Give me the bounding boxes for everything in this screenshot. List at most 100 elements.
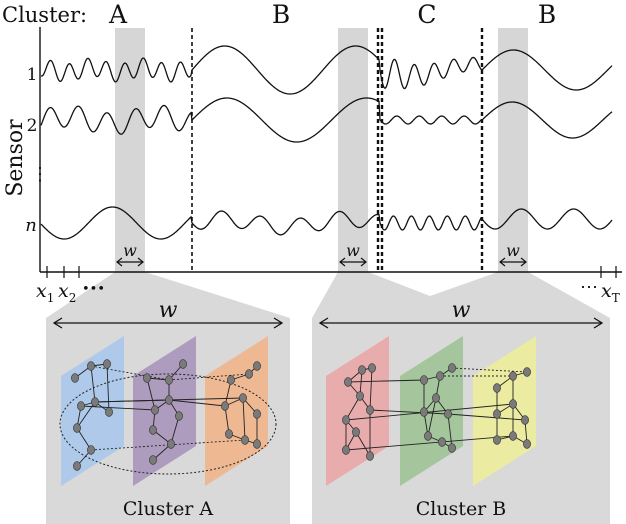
signal-sensor-1 — [40, 45, 613, 95]
graph-node — [448, 443, 456, 453]
graph-node — [245, 369, 253, 379]
x-ellipsis-right: ⋯ — [580, 277, 598, 298]
graph-node — [151, 405, 159, 415]
graph-node — [420, 375, 428, 385]
w-arrow-right-3 — [520, 257, 527, 267]
x-tick-label-1: x1 — [36, 280, 54, 305]
panel-width-symbol: w — [452, 298, 471, 323]
graph-node — [73, 423, 81, 433]
graph-node — [444, 409, 452, 419]
cross-layer-edge — [168, 373, 250, 381]
layer-edge — [106, 363, 110, 413]
graph-node — [509, 399, 517, 409]
cross-layer-edge — [451, 367, 528, 373]
graph-node — [221, 401, 229, 411]
graph-node — [149, 425, 157, 435]
graph-node — [239, 393, 247, 403]
graph-node — [448, 363, 456, 373]
layer-edge — [90, 365, 96, 403]
signal-sensor-n — [40, 206, 613, 240]
graph-node — [368, 363, 376, 373]
cluster-ellipse — [59, 373, 277, 475]
x-ticks — [46, 266, 617, 278]
panel-width-arrow-left — [318, 317, 329, 329]
graph-node — [87, 445, 95, 455]
w-arrow-right-1 — [137, 257, 144, 267]
layer-edge — [170, 415, 180, 445]
sensor-label-2: 2 — [27, 116, 38, 136]
window-band-3 — [498, 28, 528, 272]
layer-edge — [146, 377, 156, 411]
w-arrow-left-1 — [116, 257, 123, 267]
panel-width-symbol: w — [159, 298, 178, 323]
graph-node — [91, 397, 99, 407]
signal-sensor-2 — [40, 97, 613, 143]
layer-edge — [369, 367, 373, 411]
cross-layer-edge — [345, 403, 514, 421]
graph-node — [432, 393, 440, 403]
graph-node — [87, 361, 95, 371]
graph-node — [509, 431, 517, 441]
cross-layer-edge — [168, 399, 226, 407]
graph-node — [179, 359, 187, 369]
connector-b — [312, 272, 610, 318]
segment-label-a: A — [108, 0, 128, 29]
graph-node — [342, 445, 350, 455]
layer-edge — [242, 397, 246, 441]
cross-layer-edge — [94, 399, 170, 403]
window-band-1 — [115, 28, 145, 272]
segment-label-b2: B — [538, 0, 556, 29]
sensor-signals — [40, 45, 613, 240]
w-symbol-2: w — [346, 241, 360, 260]
cross-layer-edge — [345, 435, 514, 451]
x-tick-label-T: xT — [601, 280, 620, 305]
graph-node — [424, 431, 432, 441]
cross-layer-edge — [447, 413, 526, 421]
graph-node — [493, 409, 501, 419]
graph-node — [227, 375, 235, 385]
panel-title: Cluster B — [416, 498, 507, 520]
layer-plane-1 — [326, 336, 389, 486]
w-symbol-3: w — [506, 241, 520, 260]
layer-plane-2 — [133, 336, 196, 486]
graph-node — [225, 429, 233, 439]
layer-edge — [427, 397, 437, 437]
y-axis-label: Sensor — [3, 119, 28, 197]
graph-node — [366, 451, 374, 461]
graph-node — [366, 405, 374, 415]
cross-layer-edge — [369, 409, 449, 415]
graph-node — [71, 373, 79, 383]
w-arrow-left-3 — [499, 257, 506, 267]
graph-node — [165, 395, 173, 405]
panel-title: Cluster A — [123, 498, 214, 520]
cross-layer-edge — [347, 379, 425, 383]
graph-node — [493, 435, 501, 445]
graph-node — [149, 455, 157, 465]
graph-node — [358, 365, 366, 375]
graph-node — [105, 407, 113, 417]
cluster-boundaries — [191, 28, 484, 272]
sensor-label-dots: ⋮ — [31, 164, 49, 185]
graph-node — [436, 371, 444, 381]
sensor-label-n: n — [25, 215, 37, 236]
layer-edge — [345, 395, 361, 421]
layer-plane-2 — [400, 336, 463, 486]
w-arrow-right-2 — [360, 257, 367, 267]
graph-node — [175, 411, 183, 421]
panel-width-arrow-right — [593, 317, 604, 329]
graph-node — [73, 461, 81, 471]
cross-layer-edge — [90, 365, 170, 381]
panel-width-arrow-left — [52, 317, 63, 329]
graph-node — [344, 377, 352, 387]
layer-edge — [447, 413, 453, 449]
graph-node — [521, 415, 529, 425]
graph-node — [523, 367, 531, 377]
layer-edge — [224, 405, 230, 435]
graph-node — [509, 371, 517, 381]
graph-node — [253, 361, 261, 371]
segment-label-c: C — [417, 0, 436, 29]
window-band-2 — [338, 28, 368, 272]
